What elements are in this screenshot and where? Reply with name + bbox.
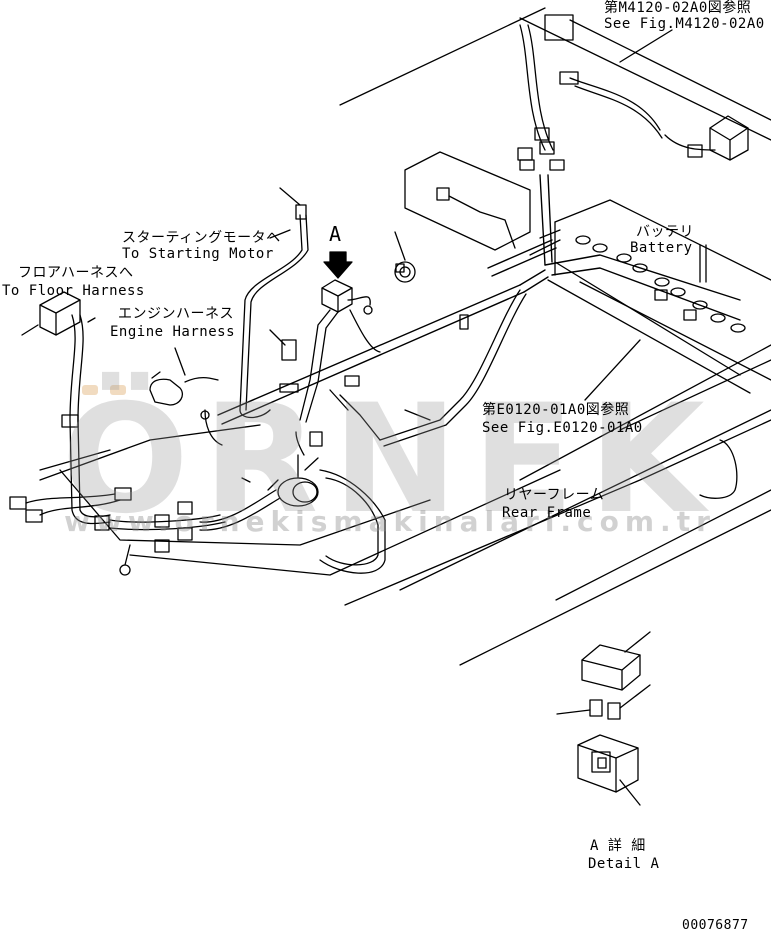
drawing-number: 00076877 bbox=[682, 918, 749, 933]
label-floor-harness-en: To Floor Harness bbox=[2, 283, 145, 299]
engine-harness bbox=[149, 329, 299, 446]
label-starting-motor-en: To Starting Motor bbox=[122, 246, 274, 262]
label-see-fig-e0120-en: See Fig.E0120-01A0 bbox=[482, 420, 643, 436]
main-harness bbox=[217, 174, 741, 425]
solenoid bbox=[199, 431, 386, 574]
label-rear-frame-jp: リヤーフレーム bbox=[504, 487, 605, 503]
detail-a-view bbox=[556, 631, 651, 806]
label-engine-harness-en: Engine Harness bbox=[110, 324, 236, 340]
upper-harness bbox=[517, 14, 749, 171]
frame-outlines bbox=[39, 7, 771, 666]
battery bbox=[529, 199, 771, 333]
label-see-fig-e0120-jp: 第E0120-01A0図参照 bbox=[482, 402, 630, 418]
label-see-fig-m4120-en: See Fig.M4120-02A0 bbox=[604, 16, 765, 32]
bracket-plate bbox=[404, 151, 531, 251]
starting-motor-harness bbox=[239, 204, 309, 419]
leader-lines bbox=[87, 29, 673, 401]
rear-harness bbox=[329, 289, 738, 499]
sensor bbox=[394, 231, 416, 283]
label-battery-jp: バッテリ bbox=[636, 224, 694, 240]
label-engine-harness-jp: エンジンハーネス bbox=[118, 306, 234, 322]
label-floor-harness-jp: フロアハーネスへ bbox=[18, 265, 134, 281]
label-battery-en: Battery bbox=[630, 240, 693, 256]
label-detail-en: Detail A bbox=[588, 856, 660, 872]
detail-a-marker bbox=[299, 251, 381, 423]
left-connectors bbox=[9, 487, 193, 576]
label-starting-motor-jp: スターティングモータへ bbox=[122, 230, 281, 246]
label-rear-frame-en: Rear Frame bbox=[502, 505, 592, 521]
label-detail-jp: A 詳 細 bbox=[590, 838, 646, 854]
label-see-fig-m4120-jp: 第M4120-02A0図参照 bbox=[604, 0, 752, 16]
label-detail-letter: A bbox=[329, 222, 342, 246]
